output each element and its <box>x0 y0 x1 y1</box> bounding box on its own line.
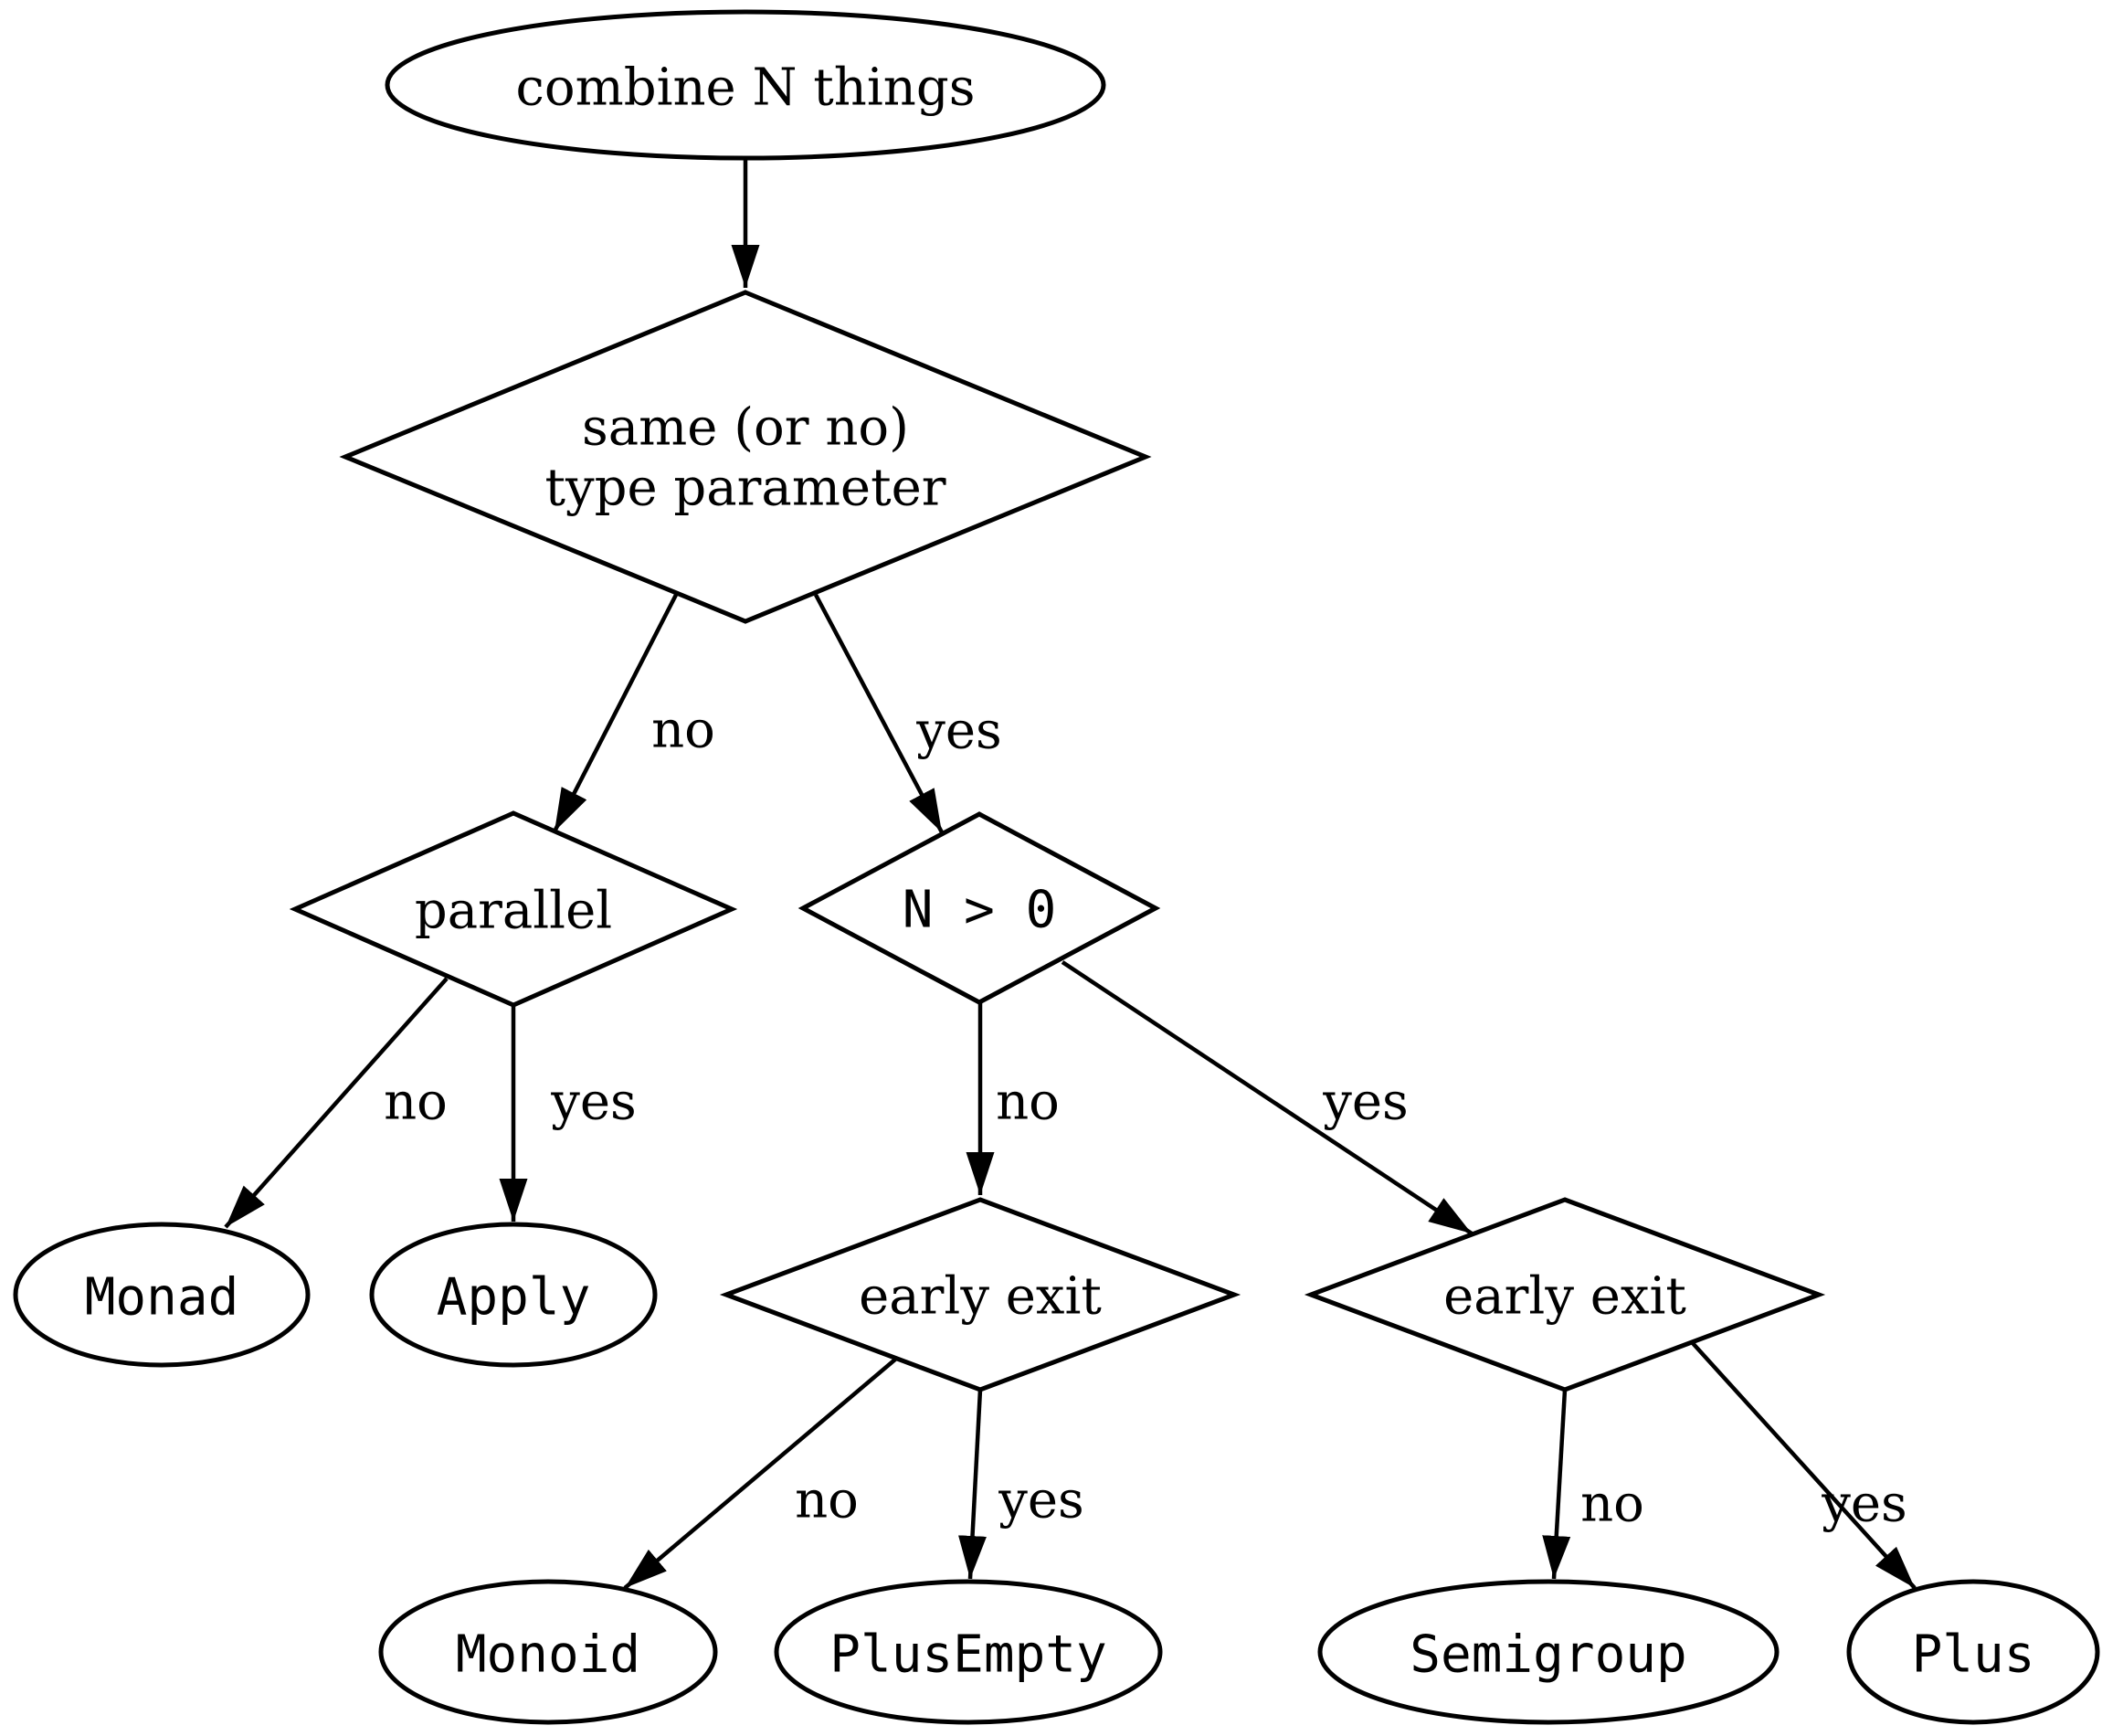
node-label: early exit <box>859 1267 1102 1327</box>
edge-label-yes: yes <box>1322 1073 1409 1132</box>
diamond-shape <box>719 1197 1241 1392</box>
ellipse-shape <box>385 9 1106 161</box>
node-label: Apply <box>437 1268 591 1328</box>
edge-early-exit-right-to-semigroup <box>1542 1389 1571 1580</box>
node-combine-n-things: combine N things <box>385 9 1106 161</box>
edge-labels: no yes no yes no yes no yes no yes <box>384 701 1907 1534</box>
edge-label-no: no <box>795 1471 859 1530</box>
edge-type-parameter-to-parallel <box>552 593 679 833</box>
ellipse-shape <box>1317 1579 1780 1725</box>
node-plus: Plus <box>1846 1579 2100 1725</box>
edge-label-no: no <box>651 701 715 760</box>
node-monad: Monad <box>13 1222 311 1368</box>
node-monoid: Monoid <box>378 1579 718 1725</box>
node-label: Monoid <box>456 1625 640 1685</box>
ellipse-shape <box>1846 1579 2100 1725</box>
node-label-line1: same (or no) <box>582 398 909 458</box>
node-parallel: parallel <box>289 810 738 1008</box>
diamond-shape <box>289 810 738 1008</box>
edge-early-exit-left-to-monoid <box>623 1357 898 1590</box>
diamond-shape <box>797 811 1161 1005</box>
node-label: PlusEmpty <box>829 1625 1106 1685</box>
node-apply: Apply <box>369 1222 658 1368</box>
node-label-line2: type parameter <box>545 459 946 518</box>
edge-label-yes: yes <box>915 702 1002 761</box>
ellipse-shape <box>774 1579 1163 1725</box>
edge-label-yes: yes <box>998 1471 1084 1530</box>
edge-label-no: no <box>996 1073 1060 1132</box>
edge-label-yes: yes <box>1821 1475 1907 1534</box>
edge-parallel-to-monad <box>224 977 449 1229</box>
edge-early-exit-right-to-plus <box>1690 1340 1917 1590</box>
node-label: combine N things <box>516 58 976 118</box>
node-early-exit-right: early exit <box>1304 1197 1826 1392</box>
node-label: early exit <box>1443 1267 1686 1327</box>
node-type-parameter: same (or no) type parameter <box>339 290 1152 624</box>
ellipse-shape <box>369 1222 658 1368</box>
node-label: N > 0 <box>903 881 1057 940</box>
edge-label-no: no <box>384 1073 448 1132</box>
edges <box>224 159 1917 1590</box>
ellipse-shape <box>378 1579 718 1725</box>
ellipse-shape <box>13 1222 311 1368</box>
edge-n-greater-0-to-early-exit-right <box>1061 960 1474 1235</box>
node-n-greater-0: N > 0 <box>797 811 1161 1005</box>
edge-label-yes: yes <box>550 1073 637 1132</box>
edge-early-exit-left-to-plusempty <box>958 1389 987 1580</box>
diamond-shape <box>1304 1197 1826 1392</box>
node-early-exit-left: early exit <box>719 1197 1241 1392</box>
node-plusempty: PlusEmpty <box>774 1579 1163 1725</box>
node-label: Semigroup <box>1410 1625 1686 1685</box>
node-label: parallel <box>415 882 612 941</box>
diamond-shape <box>339 290 1152 624</box>
edge-label-no: no <box>1580 1475 1644 1534</box>
node-label: Monad <box>85 1268 239 1328</box>
node-semigroup: Semigroup <box>1317 1579 1780 1725</box>
node-label: Plus <box>1912 1625 2035 1685</box>
edge-type-parameter-to-n-greater-0 <box>814 593 944 834</box>
nodes: combine N things same (or no) type param… <box>13 9 2100 1725</box>
